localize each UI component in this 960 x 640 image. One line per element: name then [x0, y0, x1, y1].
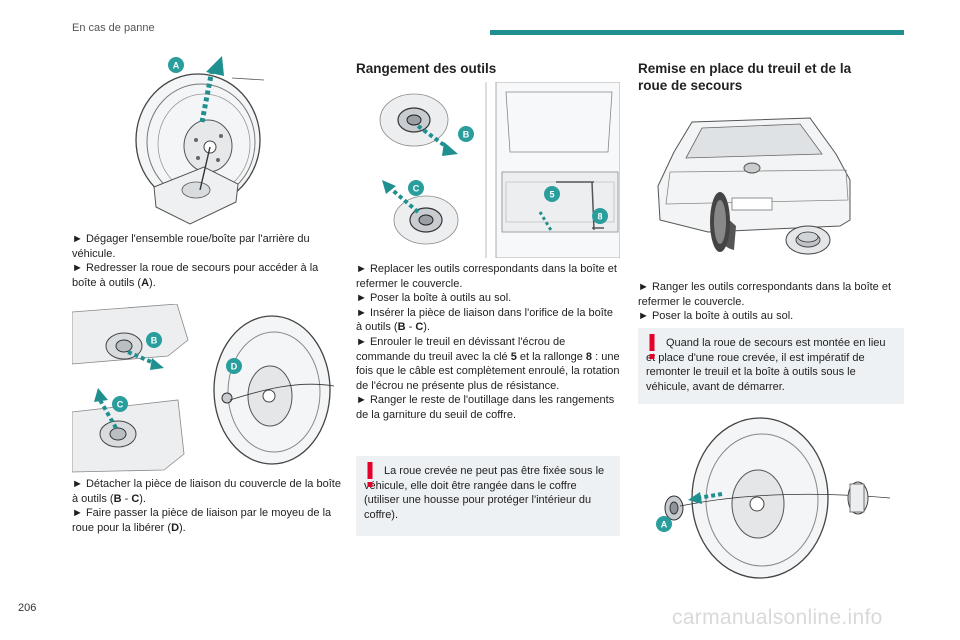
col2-step-1: ► Replacer les outils correspondants dan… [356, 263, 617, 290]
figure3-label-5: 5 [549, 190, 554, 200]
figure5-label-a: A [661, 520, 668, 530]
col2-step-2: ► Poser la boîte à outils au sol. [356, 292, 512, 305]
col2-warning-text: La roue crevée ne peut pas être fixée so… [364, 465, 605, 521]
col2-heading: Rangement des outils [356, 61, 497, 76]
figure-wheel-toolbox: A [135, 56, 265, 225]
col2-step-5: ► Ranger le reste de l'outillage dans le… [356, 394, 615, 421]
figure-tool-storage: B C 5 8 [356, 82, 620, 258]
figure-wheel-reinstall: A [656, 417, 891, 579]
page-number: 206 [18, 602, 37, 614]
warning-exclamation-icon [367, 462, 373, 487]
col1-steps-2: ► Détacher la pièce de liaison du couver… [72, 477, 342, 535]
figure2-label-d: D [231, 362, 238, 372]
col2-steps: ► Replacer les outils correspondants dan… [356, 262, 620, 423]
col2-step-3: ► Insérer la pièce de liaison dans l'ori… [356, 306, 613, 334]
col3-step-1: ► Ranger les outils correspondants dans … [638, 281, 892, 308]
figure-car-rear-spare-wheel [657, 117, 851, 255]
col3-warning-box: Quand la roue de secours est montée en l… [638, 328, 904, 404]
col2-step-4: ► Enrouler le treuil en dévissant l'écro… [356, 335, 620, 392]
figure3-label-c: C [413, 184, 420, 194]
col3-heading: Remise en place du treuil et de la roue … [638, 61, 852, 93]
figure3-label-8: 8 [597, 212, 602, 222]
running-header: En cas de panne [72, 22, 155, 34]
col1-step-2: ► Redresser la roue de secours pour accé… [72, 262, 319, 289]
figure2-label-c: C [117, 400, 124, 410]
figure3-label-b: B [463, 130, 470, 140]
header-accent-bar [490, 30, 904, 35]
col1-step-1: ► Dégager l'ensemble roue/boîte par l'ar… [72, 233, 310, 260]
col1-step-4: ► Faire passer la pièce de liaison par l… [72, 507, 332, 534]
watermark: carmanualsonline.info [672, 606, 883, 629]
warning-exclamation-icon [649, 334, 655, 359]
col3-step-2: ► Poser la boîte à outils au sol. [638, 310, 794, 323]
figure2-label-b: B [151, 336, 158, 346]
col1-step-3: ► Détacher la pièce de liaison du couver… [72, 478, 341, 505]
col3-warning-text: Quand la roue de secours est montée en l… [646, 337, 886, 393]
figure-connecting-piece: B C D [72, 304, 335, 473]
col3-steps: ► Ranger les outils correspondants dans … [638, 280, 904, 324]
col2-warning-box: La roue crevée ne peut pas être fixée so… [356, 456, 620, 536]
figure1-label-a: A [173, 61, 180, 71]
col1-steps-1: ► Dégager l'ensemble roue/boîte par l'ar… [72, 232, 342, 290]
